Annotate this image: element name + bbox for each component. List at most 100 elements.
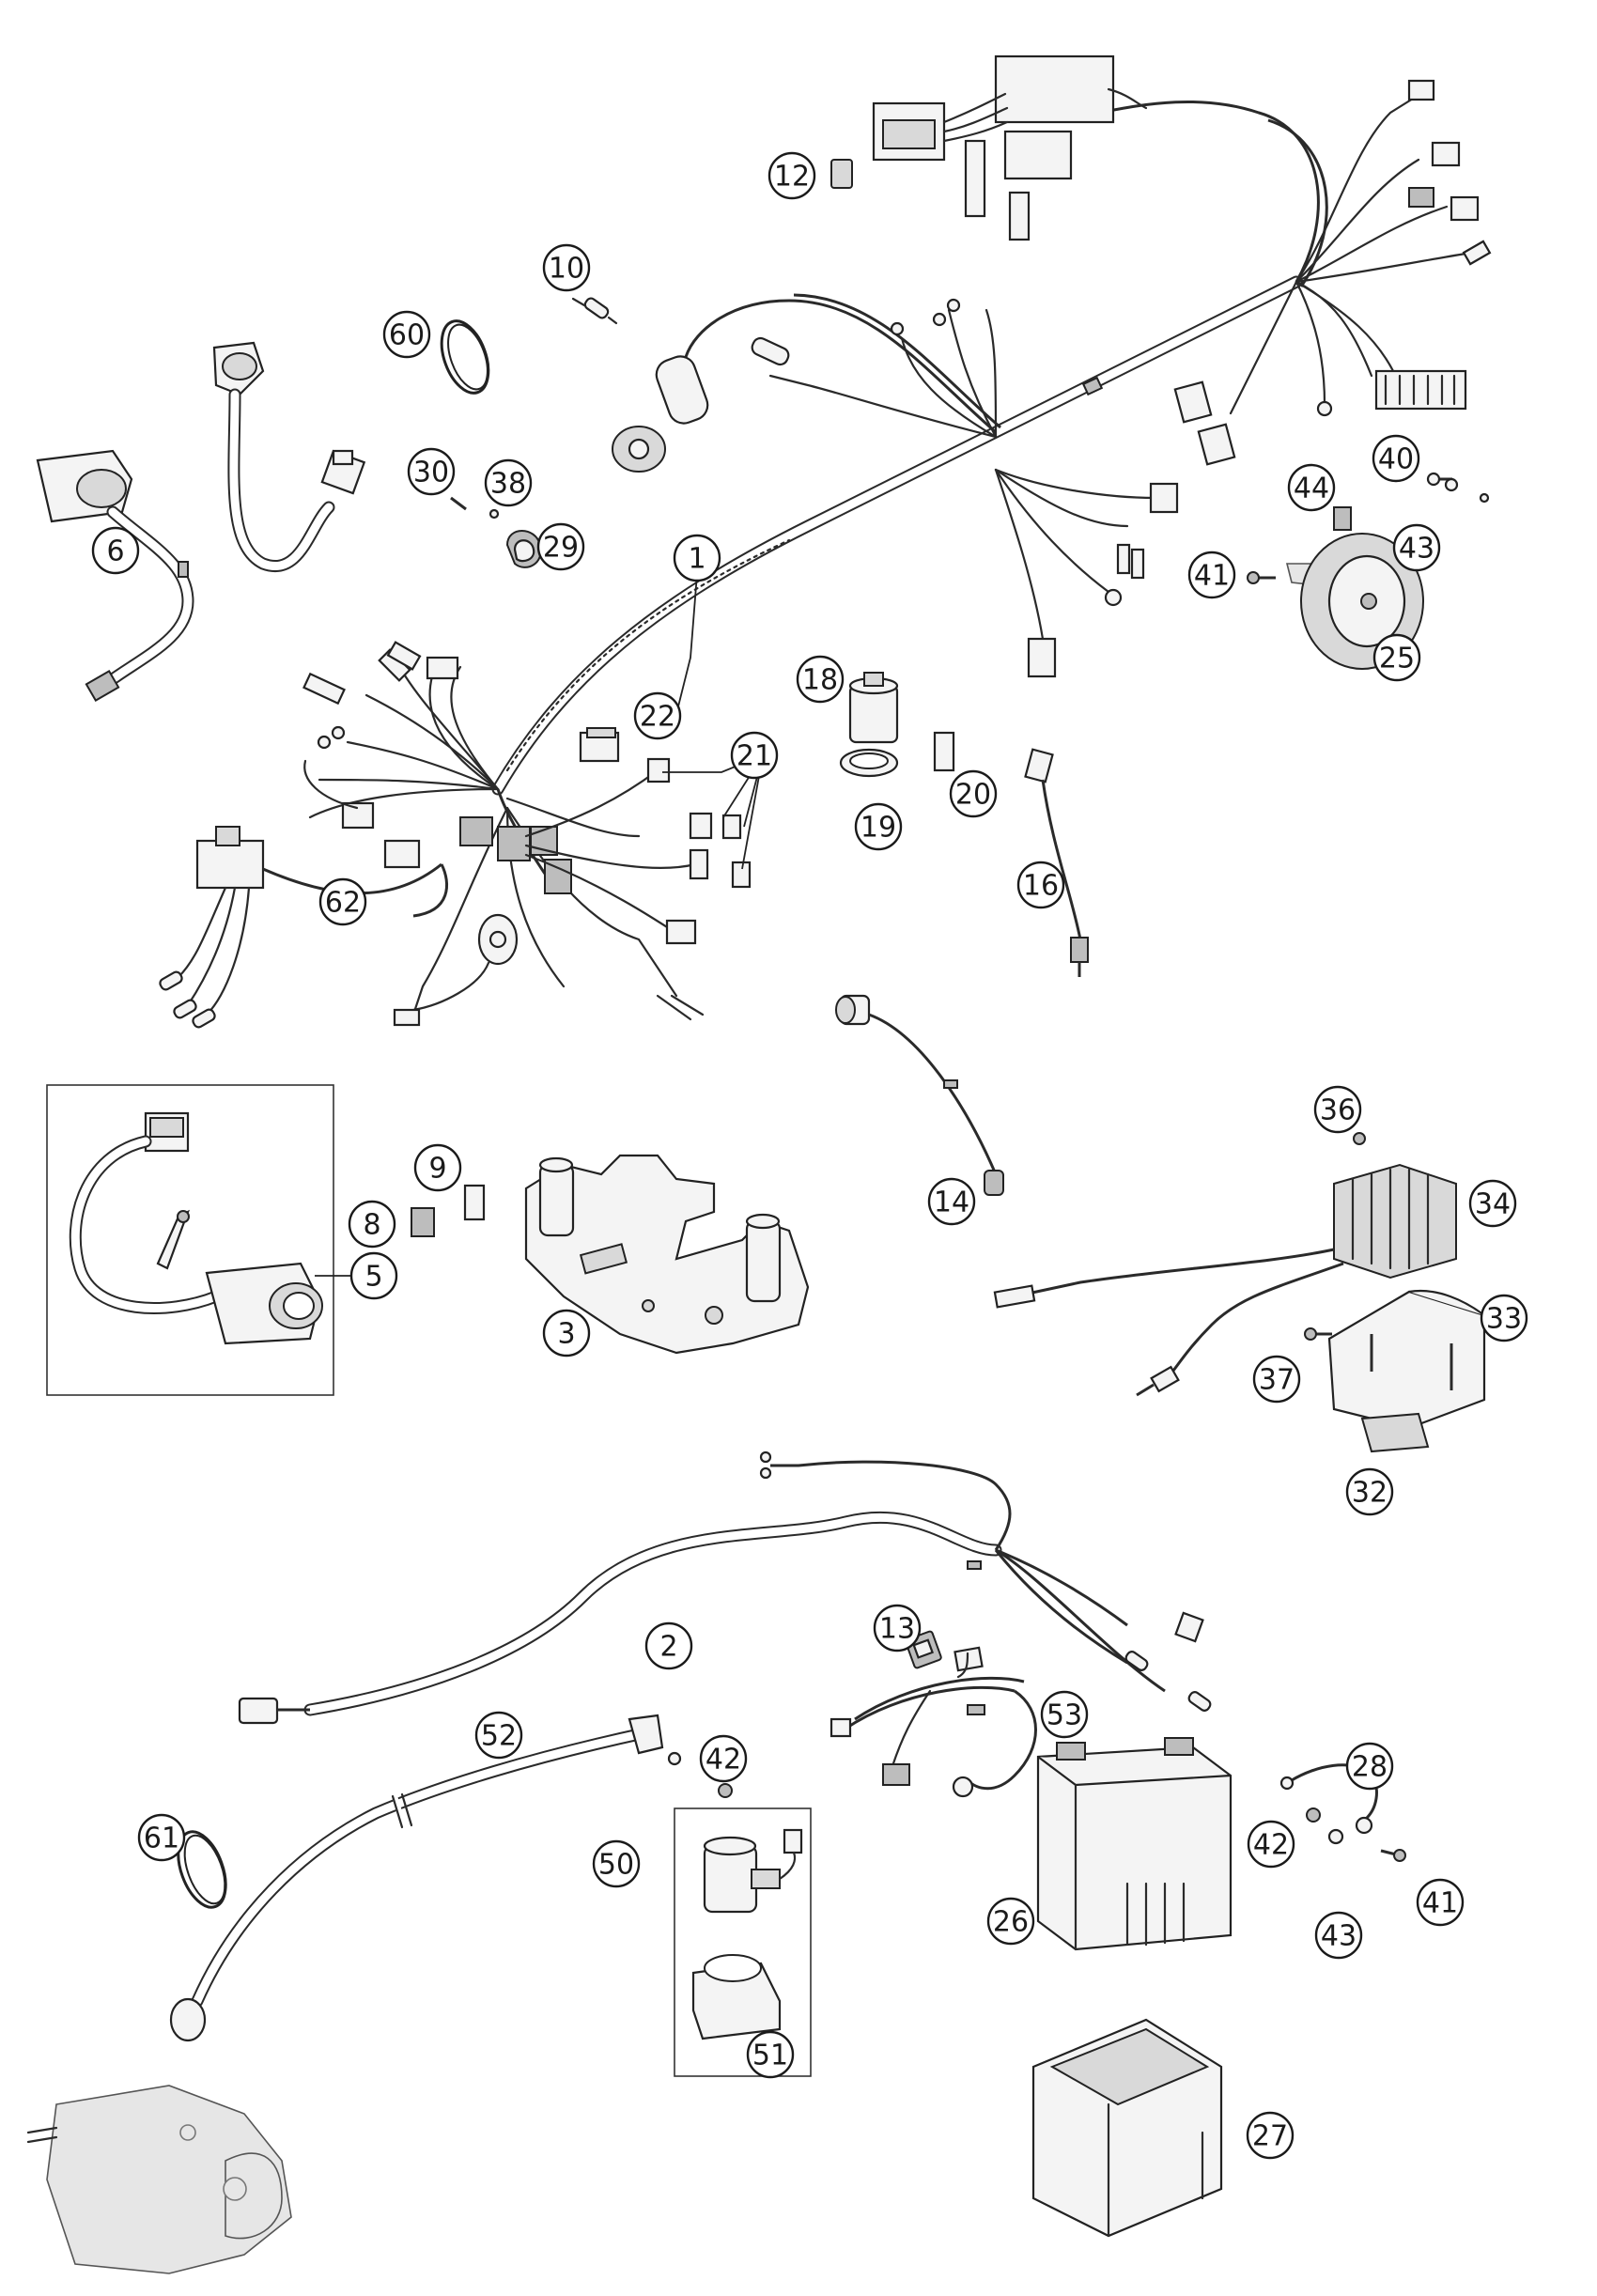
part-label-circle xyxy=(1480,1294,1528,1342)
bolt-40-nut-43-top xyxy=(1426,472,1490,504)
ignition-switch-connector-block xyxy=(872,54,1148,241)
part-label-12: 12 xyxy=(767,151,816,200)
part-label-37: 37 xyxy=(1252,1355,1301,1404)
part-label-text: 6 xyxy=(106,535,124,568)
part-label-text: 34 xyxy=(1475,1188,1511,1221)
part-label-circle xyxy=(949,769,998,818)
part-label-circle xyxy=(1392,523,1441,572)
part-label-circle xyxy=(673,534,721,582)
start-button-switch-6 xyxy=(36,449,194,703)
part-label-6: 6 xyxy=(91,526,140,575)
part-label-33: 33 xyxy=(1480,1294,1528,1342)
part-label-50: 50 xyxy=(592,1839,641,1888)
part-label-40: 40 xyxy=(1372,434,1420,483)
part-label-text: 14 xyxy=(934,1187,969,1219)
part-label-circle xyxy=(730,731,779,780)
bracket-9 xyxy=(463,1184,486,1221)
part-label-16: 16 xyxy=(1016,861,1065,909)
part-label-8: 8 xyxy=(348,1200,396,1249)
pad-32 xyxy=(1360,1412,1430,1453)
part-label-circle xyxy=(407,447,456,496)
part-label-circle xyxy=(796,655,845,704)
part-label-text: 3 xyxy=(557,1318,575,1351)
part-label-circle xyxy=(348,1200,396,1249)
sensor-lead-14 xyxy=(835,994,1004,1196)
part-label-circle xyxy=(542,1309,591,1357)
part-label-text: 62 xyxy=(325,887,361,920)
part-label-5: 5 xyxy=(349,1251,398,1300)
part-label-circle xyxy=(1187,551,1236,599)
part-label-circle xyxy=(91,526,140,575)
part-label-circle xyxy=(1372,633,1421,682)
part-label-circle xyxy=(1314,1911,1363,1960)
rear-wiring-harness-2 xyxy=(238,1451,1212,1725)
voltage-regulator-34 xyxy=(993,1163,1457,1397)
part-label-text: 19 xyxy=(861,812,896,845)
mounting-bracket-3 xyxy=(524,1154,810,1355)
part-label-text: 52 xyxy=(481,1720,517,1753)
part-label-text: 16 xyxy=(1023,870,1059,903)
part-label-circle xyxy=(1252,1355,1301,1404)
part-label-circle xyxy=(1246,2111,1295,2160)
part-label-14: 14 xyxy=(927,1177,976,1226)
part-label-circle xyxy=(746,2030,795,2079)
part-label-circle xyxy=(767,151,816,200)
part-label-text: 12 xyxy=(774,161,810,194)
part-label-text: 27 xyxy=(1252,2120,1288,2153)
part-label-30: 30 xyxy=(407,447,456,496)
part-label-text: 43 xyxy=(1321,1920,1357,1953)
fuse-holder-lead-53 xyxy=(830,1646,1037,1798)
part-label-text: 21 xyxy=(736,740,772,773)
part-label-29: 29 xyxy=(536,522,585,571)
screw-41-top xyxy=(1247,571,1276,584)
part-label-2: 2 xyxy=(644,1621,693,1670)
part-label-text: 43 xyxy=(1399,533,1434,566)
part-label-62: 62 xyxy=(318,877,367,926)
part-label-circle xyxy=(986,1897,1035,1946)
part-label-52: 52 xyxy=(474,1711,523,1760)
part-label-text: 36 xyxy=(1320,1094,1356,1127)
part-label-28: 28 xyxy=(1345,1742,1394,1791)
part-label-43: 43 xyxy=(1314,1911,1363,1960)
part-label-27: 27 xyxy=(1246,2111,1295,2160)
speed-sensor-lead xyxy=(212,341,366,572)
part-label-text: 42 xyxy=(705,1744,741,1776)
part-number-labels: 1235689101213141618192021222526272829303… xyxy=(91,151,1528,2160)
part-label-text: 22 xyxy=(640,701,675,734)
regulator-bracket-33 xyxy=(1327,1289,1486,1430)
battery-26 xyxy=(1036,1737,1233,1951)
bolt-37 xyxy=(1304,1327,1332,1341)
part-label-41: 41 xyxy=(1416,1878,1465,1927)
part-label-19: 19 xyxy=(854,802,903,851)
washer-43-bottom xyxy=(1327,1828,1344,1845)
part-label-13: 13 xyxy=(873,1604,922,1652)
part-label-circle xyxy=(854,802,903,851)
temperature-sensor-16 xyxy=(1024,748,1089,977)
part-label-text: 53 xyxy=(1047,1699,1082,1732)
nut-36 xyxy=(1353,1132,1366,1145)
part-label-circle xyxy=(644,1621,693,1670)
part-label-text: 33 xyxy=(1486,1303,1522,1336)
part-label-circle xyxy=(542,243,591,292)
part-label-text: 50 xyxy=(598,1849,634,1882)
part-label-circle xyxy=(137,1813,186,1862)
cable-tie-60 xyxy=(440,319,490,395)
part-label-42: 42 xyxy=(699,1734,748,1783)
capacitor-18 xyxy=(848,672,899,744)
part-label-20: 20 xyxy=(949,769,998,818)
part-label-circle xyxy=(1287,463,1336,512)
part-label-text: 41 xyxy=(1194,560,1230,593)
part-label-text: 25 xyxy=(1379,643,1415,675)
part-label-text: 60 xyxy=(389,319,425,352)
part-label-text: 26 xyxy=(993,1906,1029,1939)
part-label-43: 43 xyxy=(1392,523,1441,572)
part-label-circle xyxy=(1468,1179,1517,1228)
part-label-text: 51 xyxy=(752,2040,788,2072)
part-label-text: 5 xyxy=(364,1261,382,1294)
part-label-circle xyxy=(413,1143,462,1192)
part-label-51: 51 xyxy=(746,2030,795,2079)
kill-switch-62 xyxy=(159,826,448,1029)
part-label-10: 10 xyxy=(542,243,591,292)
part-label-1: 1 xyxy=(673,534,721,582)
part-label-circle xyxy=(699,1734,748,1783)
